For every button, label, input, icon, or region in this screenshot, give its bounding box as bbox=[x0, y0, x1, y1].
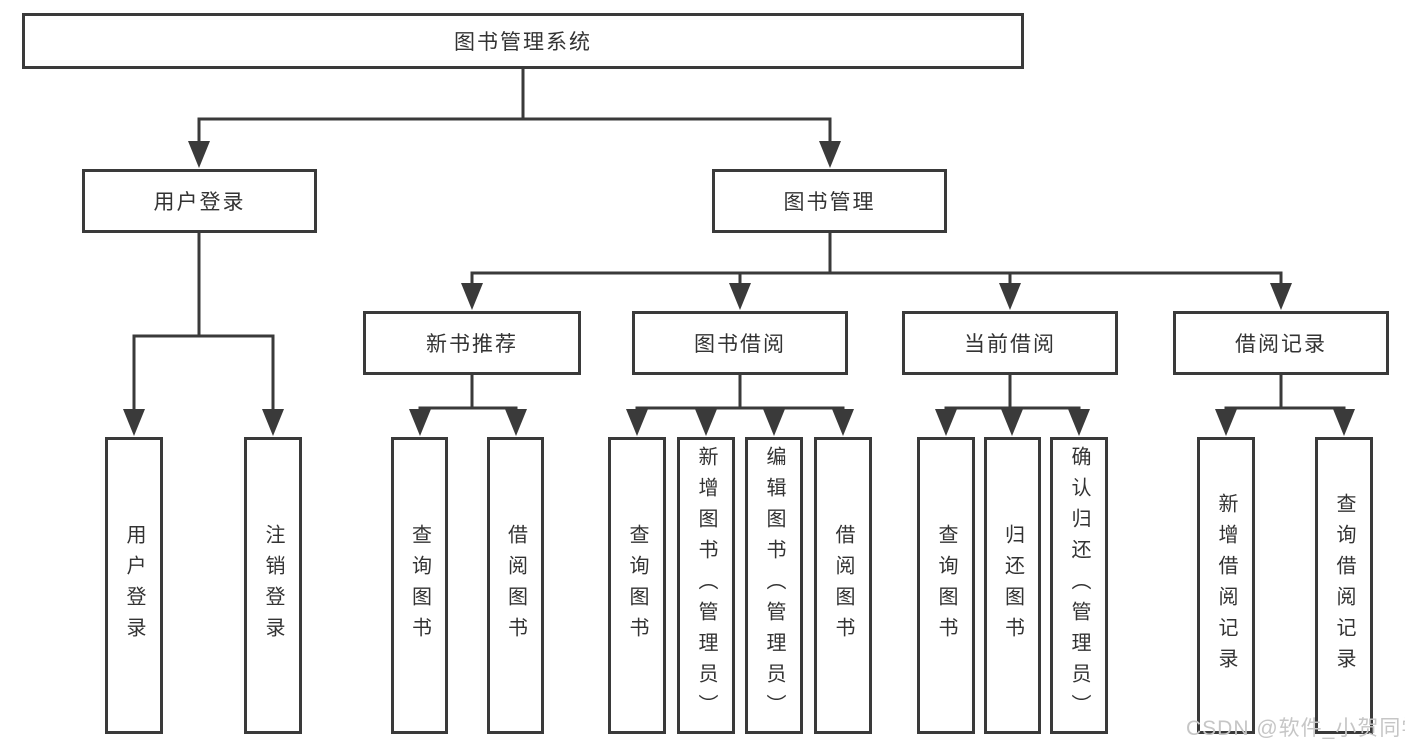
leaf-user-login: 用户登录 bbox=[105, 437, 163, 734]
leaf-query-borrow-record: 查询借阅记录 bbox=[1315, 437, 1373, 734]
leaf-logout-login: 注销登录 bbox=[244, 437, 302, 734]
leaf-confirm-return-admin-label: 确认归还（管理员） bbox=[1068, 446, 1090, 725]
leaf-add-books-admin-label: 新增图书（管理员） bbox=[695, 446, 717, 725]
node-current-borrow: 当前借阅 bbox=[902, 311, 1118, 375]
leaf-query-books-borrow-label: 查询图书 bbox=[626, 523, 648, 648]
leaf-edit-books-admin-label: 编辑图书（管理员） bbox=[763, 446, 785, 725]
node-new-book-recommend-label: 新书推荐 bbox=[426, 333, 518, 356]
node-current-borrow-label: 当前借阅 bbox=[964, 333, 1056, 356]
leaf-borrow-books: 借阅图书 bbox=[814, 437, 872, 734]
node-user-login: 用户登录 bbox=[82, 169, 317, 233]
leaf-add-books-admin: 新增图书（管理员） bbox=[677, 437, 735, 734]
leaf-add-borrow-record-label: 新增借阅记录 bbox=[1215, 492, 1237, 679]
leaf-borrow-books-label: 借阅图书 bbox=[832, 523, 854, 648]
node-root: 图书管理系统 bbox=[22, 13, 1024, 69]
leaf-borrow-books-recommend-label: 借阅图书 bbox=[504, 523, 527, 648]
node-root-label: 图书管理系统 bbox=[454, 31, 592, 54]
leaf-borrow-books-recommend: 借阅图书 bbox=[487, 437, 544, 734]
node-book-borrow-label: 图书借阅 bbox=[694, 333, 786, 356]
leaf-logout-login-label: 注销登录 bbox=[262, 523, 284, 648]
leaf-query-borrow-record-label: 查询借阅记录 bbox=[1333, 492, 1355, 679]
leaf-query-books-recommend-label: 查询图书 bbox=[408, 523, 431, 648]
node-book-borrow: 图书借阅 bbox=[632, 311, 848, 375]
leaf-add-borrow-record: 新增借阅记录 bbox=[1197, 437, 1255, 734]
node-new-book-recommend: 新书推荐 bbox=[363, 311, 581, 375]
leaf-user-login-label: 用户登录 bbox=[123, 523, 145, 648]
leaf-query-books-borrow: 查询图书 bbox=[608, 437, 666, 734]
leaf-query-books-current-label: 查询图书 bbox=[935, 523, 957, 648]
leaf-query-books-current: 查询图书 bbox=[917, 437, 975, 734]
csdn-watermark: CSDN @软件_小贺同学 bbox=[1186, 717, 1405, 740]
leaf-query-books-recommend: 查询图书 bbox=[391, 437, 448, 734]
leaf-return-books-label: 归还图书 bbox=[1001, 523, 1024, 648]
node-book-management-label: 图书管理 bbox=[783, 191, 876, 214]
node-borrow-records: 借阅记录 bbox=[1173, 311, 1389, 375]
node-borrow-records-label: 借阅记录 bbox=[1235, 333, 1327, 356]
node-book-management: 图书管理 bbox=[712, 169, 947, 233]
leaf-return-books: 归还图书 bbox=[984, 437, 1041, 734]
node-user-login-label: 用户登录 bbox=[153, 191, 246, 214]
leaf-confirm-return-admin: 确认归还（管理员） bbox=[1050, 437, 1108, 734]
leaf-edit-books-admin: 编辑图书（管理员） bbox=[745, 437, 803, 734]
